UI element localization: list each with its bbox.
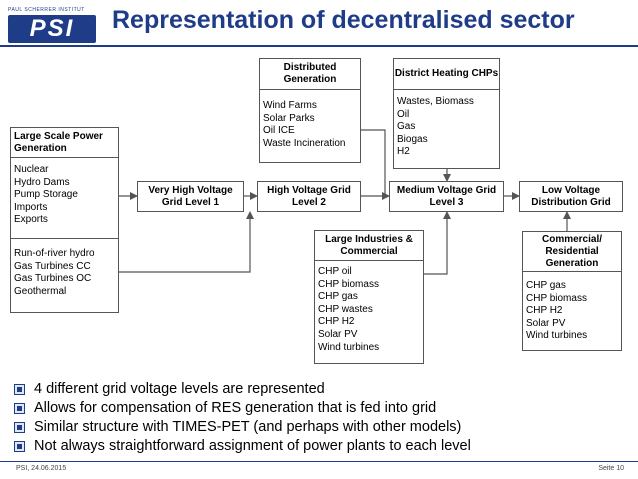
footer-date: PSI, 24.06.2015 [16,465,67,472]
bullet-text: Allows for compensation of RES generatio… [34,400,437,416]
large-scale-divider-box [10,238,119,313]
industries-list: CHP oil CHP biomass CHP gas CHP wastes C… [318,266,379,354]
psi-logo: PAUL SCHERRER INSTITUT PSI [8,7,100,45]
footer-page-number: Seite 10 [598,465,624,472]
arrow-run-of-river-to-high [119,211,254,273]
industries-title: Large Industries & Commercial [314,230,424,261]
list-item: Nuclear [14,164,49,175]
list-item: Run-of-river hydro [14,248,95,259]
list-item: Geothermal [14,285,67,297]
list-item: Wind Farms [263,100,317,111]
title-divider [0,45,638,47]
list-item: H2 [397,146,410,158]
checkbox-bullet-icon [14,384,25,395]
district-heating-list: Wastes, Biomass Oil Gas Biogas H2 [397,96,474,159]
list-item: CHP H2 [318,316,355,328]
list-item: Exports [14,214,48,226]
bullet-item: Allows for compensation of RES generatio… [12,399,471,418]
list-item: CHP wastes [318,303,373,315]
list-item: Solar PV [318,328,358,340]
distributed-list: Wind Farms Solar Parks Oil ICE Waste Inc… [263,100,345,150]
list-item: Wind turbines [318,341,380,353]
bullet-item: 4 different grid voltage levels are repr… [12,380,471,399]
checkbox-bullet-icon [14,403,25,414]
logo-psi-text: PSI [8,15,96,43]
list-item: Gas Turbines CC [14,260,91,272]
bullet-text: 4 different grid voltage levels are repr… [34,381,325,397]
list-item: Wastes, Biomass [397,96,474,107]
list-item: Gas Turbines OC [14,273,92,285]
bullet-item: Not always straightforward assignment of… [12,437,471,456]
list-item: CHP oil [318,266,352,277]
checkbox-bullet-icon [14,422,25,433]
list-item: CHP biomass [526,292,587,304]
list-item: CHP gas [318,291,358,303]
commercial-list: CHP gas CHP biomass CHP H2 Solar PV Wind… [526,280,587,343]
list-item: CHP gas [526,280,566,291]
bullet-text: Similar structure with TIMES-PET (and pe… [34,419,462,435]
list-item: Solar PV [526,317,566,329]
list-item: Hydro Dams [14,176,70,188]
bullet-text: Not always straightforward assignment of… [34,438,471,454]
list-item: Waste Incineration [263,137,346,149]
list-item: Solar Parks [263,112,315,124]
high-voltage-grid-box: High Voltage Grid Level 2 [257,181,361,212]
very-high-voltage-grid-box: Very High Voltage Grid Level 1 [137,181,244,212]
arrow-distributed-to-grid [360,129,386,196]
large-scale-title: Large Scale Power Generation [10,127,119,158]
list-item: Biogas [397,133,428,145]
distributed-title: Distributed Generation [259,58,361,90]
low-voltage-grid-box: Low Voltage Distribution Grid [519,181,623,212]
list-item: Pump Storage [14,189,78,201]
medium-voltage-grid-box: Medium Voltage Grid Level 3 [389,181,504,212]
list-item: Oil [397,108,410,120]
bullet-item: Similar structure with TIMES-PET (and pe… [12,418,471,437]
large-scale-list-2: Run-of-river hydro Gas Turbines CC Gas T… [14,248,95,298]
commercial-title: Commercial/ Residential Generation [522,231,622,272]
bullet-list: 4 different grid voltage levels are repr… [12,380,471,456]
arrow-industries-to-medium [424,211,451,275]
large-scale-list-1: Nuclear Hydro Dams Pump Storage Imports … [14,164,78,227]
district-heating-title: District Heating CHPs [393,58,500,90]
list-item: Oil ICE [263,125,295,137]
list-item: Gas [397,121,416,133]
list-item: CHP H2 [526,305,563,317]
slide-title: Representation of decentralised sector [112,6,575,34]
footer-divider [0,461,638,462]
list-item: Imports [14,201,48,213]
list-item: Wind turbines [526,330,588,342]
logo-institute-text: PAUL SCHERRER INSTITUT [8,7,85,13]
list-item: CHP biomass [318,278,379,290]
checkbox-bullet-icon [14,441,25,452]
